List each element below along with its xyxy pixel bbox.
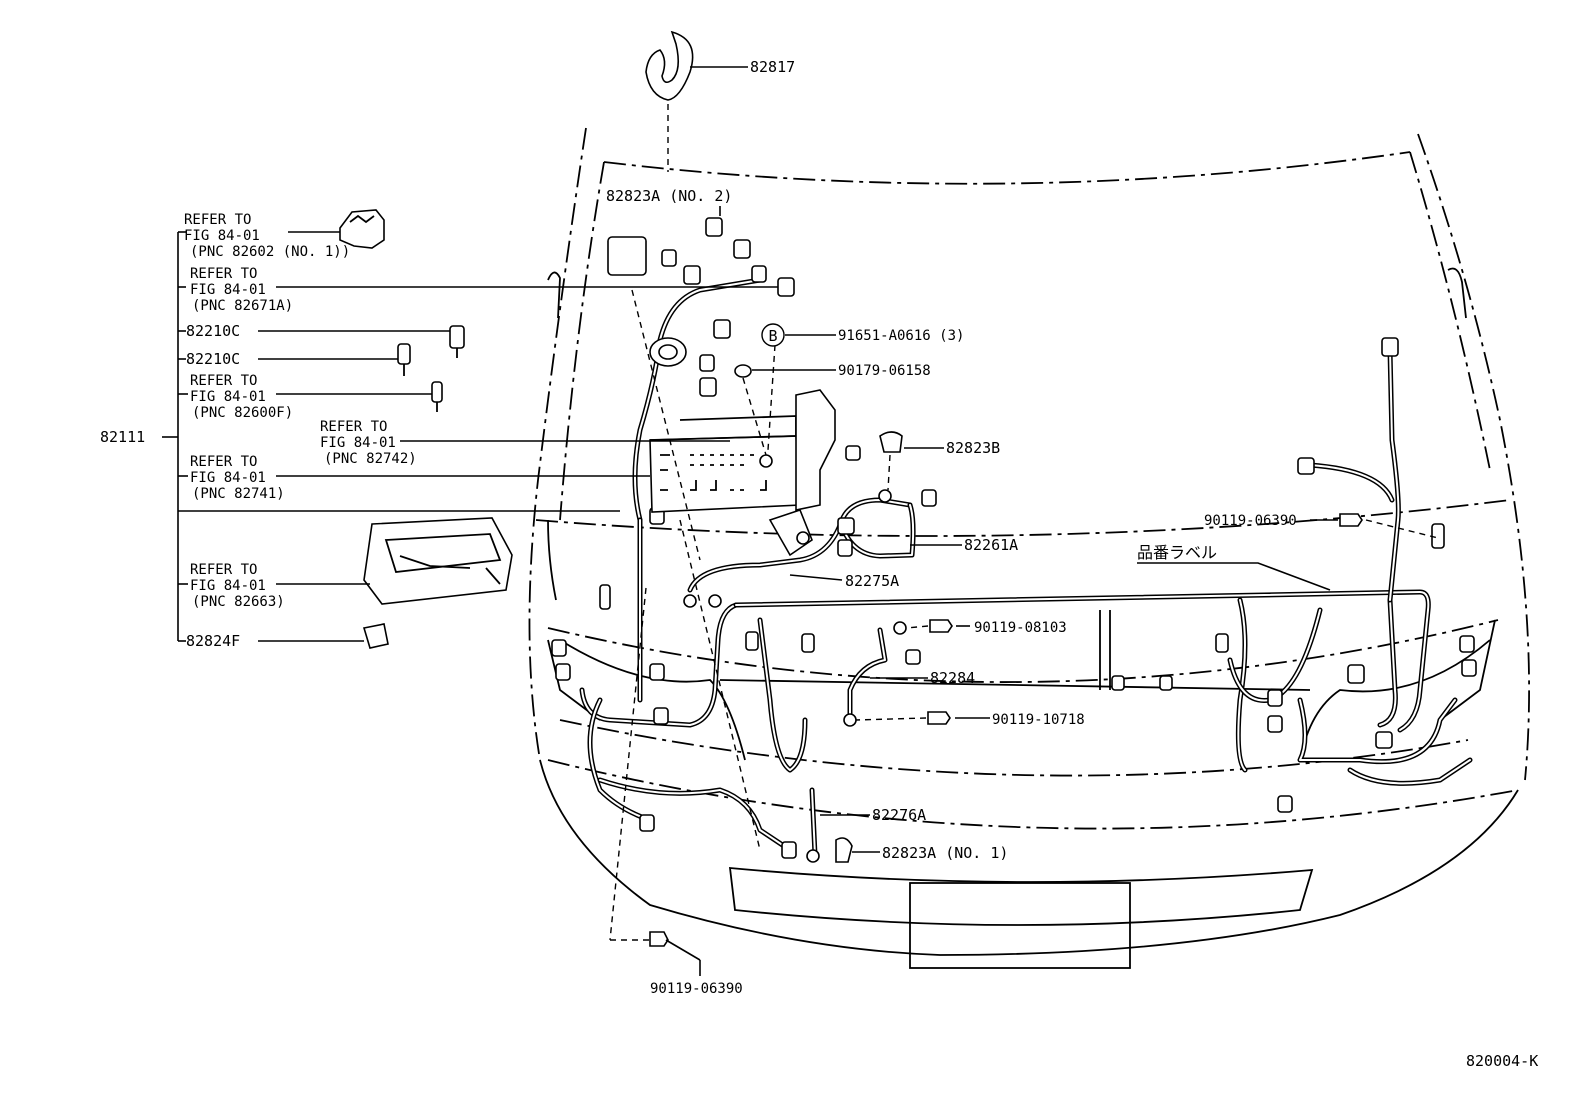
refer-line: REFER TO [190, 266, 257, 282]
part-90119-08103-bolt [905, 619, 953, 633]
callout-90119-10718: 90119-10718 [992, 712, 1085, 728]
circle-b-marker: B [761, 323, 785, 347]
refer-line: FIG 84-01 [190, 578, 266, 594]
part-82817-clamp [645, 30, 694, 172]
relay-block-connector [607, 236, 647, 276]
callout-91651: 91651-A0616 (3) [838, 328, 964, 344]
refer-line: FIG 84-01 [190, 470, 266, 486]
vehicle-body-outline [528, 127, 1530, 969]
installation-dashes [631, 289, 776, 851]
callout-82275a: 82275A [845, 572, 899, 590]
refer-line: REFER TO [320, 419, 387, 435]
callout-82261a: 82261A [964, 536, 1018, 554]
part-82602-connector [339, 209, 385, 249]
refer-line: (PNC 82671A) [192, 298, 293, 314]
part-callouts: 82817 82823A (NO. 2) 91651-A0616 (3) 901… [100, 58, 1297, 997]
refer-line: (PNC 82663) [192, 594, 285, 610]
part-90179-nut [734, 364, 767, 456]
part-82823b-clamp [879, 431, 903, 491]
callout-82210c-2: 82210C [186, 350, 240, 368]
callout-90179: 90179-06158 [838, 363, 931, 379]
part-82210c-clip-b [397, 343, 411, 376]
refer-line: FIG 84-01 [190, 282, 266, 298]
part-82824f-clip [362, 623, 389, 649]
refer-line: FIG 84-01 [320, 435, 396, 451]
refer-line: (PNC 82602 (NO. 1)) [190, 244, 350, 260]
refer-line: (PNC 82741) [192, 486, 285, 502]
refer-note-82742: REFER TO FIG 84-01 (PNC 82742) [320, 419, 417, 467]
callout-82823a-no1: 82823A (NO. 1) [882, 844, 1008, 862]
part-90119-06390-bolt-right [1339, 513, 1439, 539]
refer-line: FIG 84-01 [190, 389, 266, 405]
callout-82284: 82284 [930, 669, 975, 687]
callout-90119-06390-right: 90119-06390 [1204, 513, 1297, 529]
refer-line: REFER TO [190, 454, 257, 470]
refer-line: FIG 84-01 [184, 228, 260, 244]
harness-grommet [649, 337, 687, 367]
refer-note-82663: REFER TO FIG 84-01 (PNC 82663) [190, 562, 285, 610]
part-82600f-connector [431, 381, 443, 412]
refer-line: (PNC 82600F) [192, 405, 293, 421]
callout-part-number-label-jp: 品番ラベル [1137, 543, 1217, 562]
junction-relay-block [649, 389, 836, 557]
callout-82210c-1: 82210C [186, 322, 240, 340]
part-90119-10718-bolt [855, 711, 951, 725]
part-82210c-clip-a [449, 325, 465, 358]
callout-82817: 82817 [750, 58, 795, 76]
leader-lines [162, 66, 1338, 976]
circle-b-label: B [768, 327, 777, 345]
callout-82276a: 82276A [872, 806, 926, 824]
callout-82823a-no2: 82823A (NO. 2) [606, 187, 732, 205]
callout-82111: 82111 [100, 428, 145, 446]
figure-code: 820004-K [1466, 1052, 1538, 1070]
part-90119-06390-bolt-bottom [609, 587, 669, 947]
callout-82824f: 82824F [186, 632, 240, 650]
refer-note-82671a: REFER TO FIG 84-01 (PNC 82671A) [190, 266, 293, 314]
refer-line: REFER TO [184, 212, 251, 228]
refer-note-82602: REFER TO FIG 84-01 (PNC 82602 (NO. 1)) [184, 212, 350, 260]
part-82663-fusebox-cover [363, 517, 513, 605]
refer-note-82741: REFER TO FIG 84-01 (PNC 82741) [190, 454, 285, 502]
refer-line: (PNC 82742) [324, 451, 417, 467]
refer-note-82600f: REFER TO FIG 84-01 (PNC 82600F) [190, 373, 293, 421]
refer-line: REFER TO [190, 373, 257, 389]
refer-to-notes: REFER TO FIG 84-01 (PNC 82602 (NO. 1)) R… [184, 212, 417, 610]
harness-connectors [551, 217, 1477, 863]
callout-90119-06390-bottom: 90119-06390 [650, 981, 743, 997]
part-82823a-no1-clamp [835, 837, 853, 863]
refer-line: REFER TO [190, 562, 257, 578]
wire-harness [579, 277, 1473, 858]
callout-82823b: 82823B [946, 439, 1000, 457]
callout-90119-08103: 90119-08103 [974, 620, 1067, 636]
